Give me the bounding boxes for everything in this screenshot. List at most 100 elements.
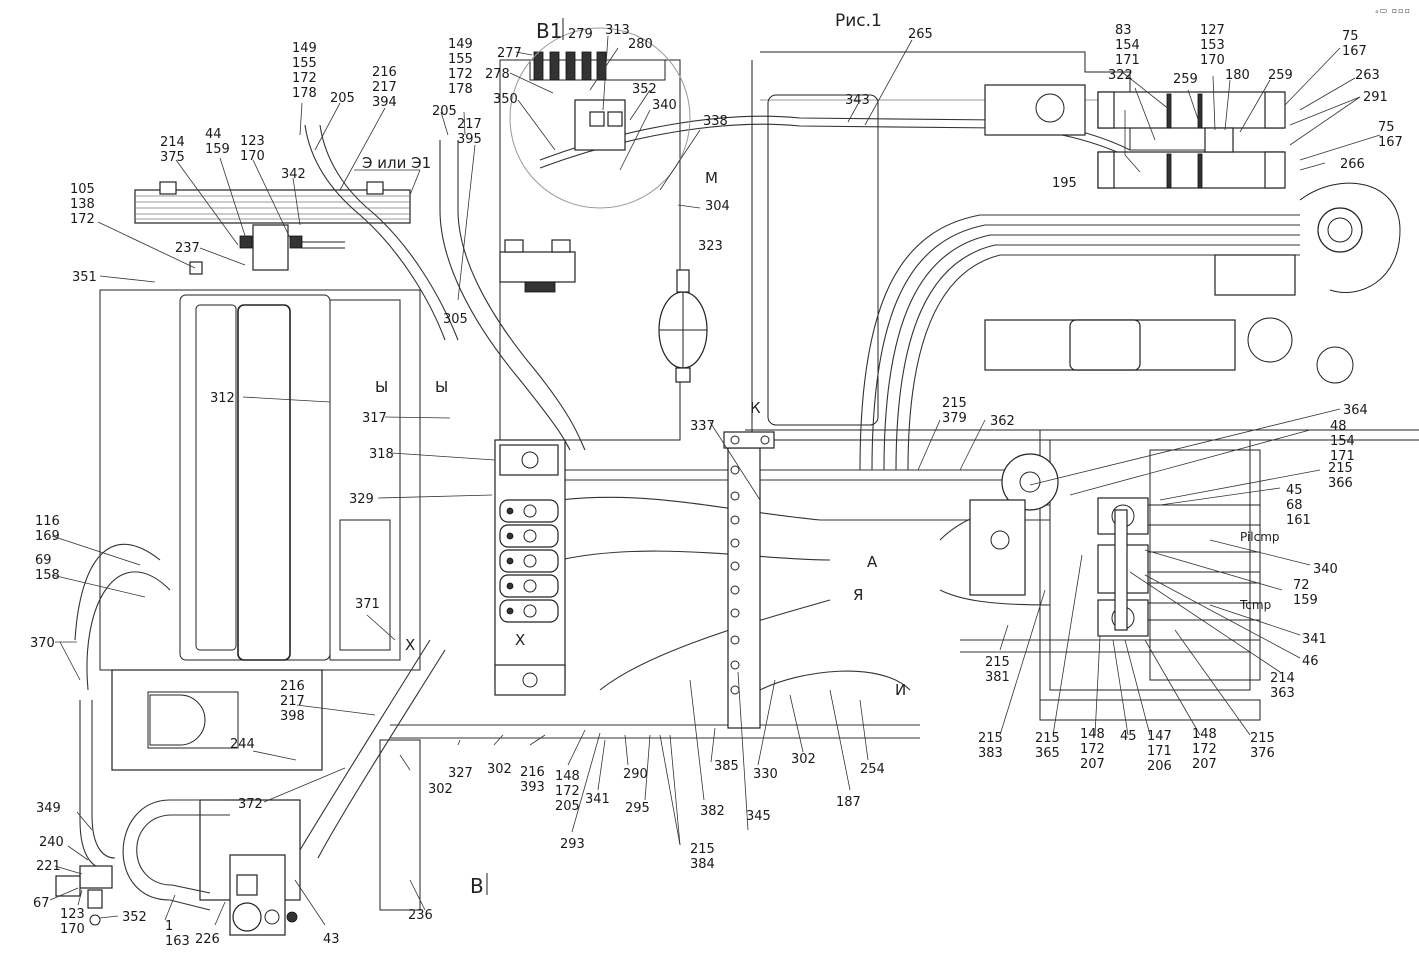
callout-302a: 302	[428, 782, 453, 797]
callout-number: 265	[908, 27, 933, 42]
callout-279: 279	[568, 27, 593, 42]
callout-45b: 45	[1120, 729, 1137, 744]
callout-291: 291	[1363, 90, 1388, 105]
callout-number: 205	[432, 104, 457, 119]
callout-number: 163	[165, 934, 190, 949]
callout-number: 171	[1147, 744, 1172, 759]
callout-number: 350	[493, 92, 518, 107]
callout-number: 207	[1192, 757, 1217, 772]
section-letter-a: А	[867, 553, 878, 571]
callout-number: 342	[281, 167, 306, 182]
callout-number: 167	[1342, 44, 1367, 59]
callout-254: 254	[860, 762, 885, 777]
callout-67: 67	[33, 896, 50, 911]
callout-187: 187	[836, 795, 861, 810]
callout-number: 180	[1225, 68, 1250, 83]
callout-317: 317	[362, 411, 387, 426]
callout-number: 323	[698, 239, 723, 254]
callout-number: 240	[39, 835, 64, 850]
callout-number: 44	[205, 127, 222, 142]
callout-number: 375	[160, 150, 185, 165]
callout-number: 172	[1080, 742, 1105, 757]
callout-259b: 259	[1268, 68, 1293, 83]
callout-number: 381	[985, 670, 1010, 685]
callout-number: 340	[1313, 562, 1338, 577]
callout-number: 170	[240, 149, 265, 164]
callout-295: 295	[625, 801, 650, 816]
callout-number: 187	[836, 795, 861, 810]
callout-372: 372	[238, 797, 263, 812]
callout-number: 385	[714, 759, 739, 774]
filter-cap	[969, 453, 1059, 596]
callout-number: 170	[1200, 53, 1225, 68]
callout-number: 171	[1330, 449, 1355, 464]
pump-226	[232, 874, 298, 932]
callout-number: 169	[35, 529, 60, 544]
callout-number: 317	[362, 411, 387, 426]
callout-number: 215	[1035, 731, 1060, 746]
callout-number: 149	[448, 37, 473, 52]
callout-number: 302	[487, 762, 512, 777]
section-letter-y1: Ы	[375, 378, 388, 396]
callout-number: 313	[605, 23, 630, 38]
callout-number: 394	[372, 95, 397, 110]
callout-318: 318	[369, 447, 394, 462]
valve-bank	[494, 439, 566, 696]
callout-302b: 302	[487, 762, 512, 777]
solenoid-valve	[499, 239, 576, 293]
callout-number: 159	[205, 142, 230, 157]
callout-237: 237	[175, 241, 200, 256]
callout-number: 304	[705, 199, 730, 214]
callout-number: 365	[1035, 746, 1060, 761]
callout-number: 279	[568, 27, 593, 42]
callout-number: 172	[555, 784, 580, 799]
callout-number: 215	[942, 396, 967, 411]
callout-number: 254	[860, 762, 885, 777]
callout-number: 395	[457, 132, 482, 147]
cooler-grille	[134, 181, 411, 224]
section-letter-i: И	[895, 681, 906, 699]
callout-290: 290	[623, 767, 648, 782]
callout-number: 161	[1286, 513, 1311, 528]
callout-266: 266	[1340, 157, 1365, 172]
callout-number: 206	[1147, 759, 1172, 774]
section-letter-y2: Ы	[435, 378, 448, 396]
callout-number: 172	[448, 67, 473, 82]
callout-number: 170	[60, 922, 85, 937]
callout-number: 259	[1173, 72, 1198, 87]
callout-302c: 302	[791, 752, 816, 767]
callout-number: 237	[175, 241, 200, 256]
callout-293: 293	[560, 837, 585, 852]
callout-number: 364	[1343, 403, 1368, 418]
callout-number: 69	[35, 553, 52, 568]
callout-382: 382	[700, 804, 725, 819]
callout-number: 45	[1286, 483, 1303, 498]
callout-number: 149	[292, 41, 317, 56]
callout-number: 1	[165, 919, 173, 934]
callout-number: 214	[1270, 671, 1295, 686]
valve-237	[189, 224, 345, 275]
callout-240: 240	[39, 835, 64, 850]
callout-323: 323	[698, 239, 723, 254]
callout-number: 343	[845, 93, 870, 108]
callout-number: 338	[703, 114, 728, 129]
callout-number: 148	[1080, 727, 1105, 742]
callout-number: 45	[1120, 729, 1137, 744]
callout-205a: 205	[330, 91, 355, 106]
